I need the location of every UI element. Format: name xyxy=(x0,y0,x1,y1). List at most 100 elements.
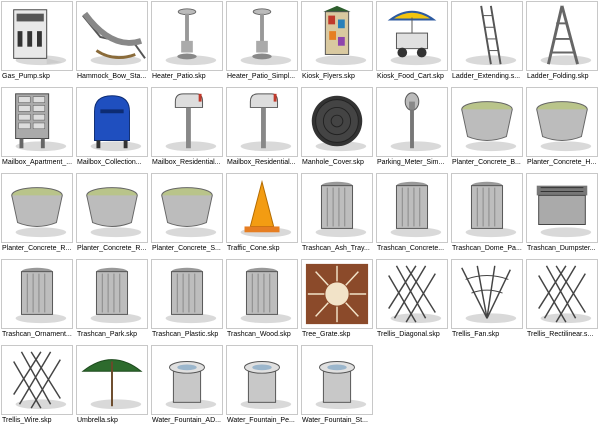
thumbnail-image[interactable] xyxy=(301,259,373,329)
thumbnail-item[interactable]: Trellis_Fan.skp xyxy=(450,258,524,343)
thumbnail-item[interactable]: Traffic_Cone.skp xyxy=(225,172,299,257)
thumbnail-item[interactable]: Trashcan_Dome_Pa... xyxy=(450,172,524,257)
thumbnail-item[interactable]: Kiosk_Food_Cart.skp xyxy=(375,0,449,85)
thumbnail-item[interactable]: Trellis_Diagonal.skp xyxy=(375,258,449,343)
thumbnail-item[interactable]: Hammock_Bow_Sta... xyxy=(75,0,149,85)
thumbnail-label: Heater_Patio_Simpl... xyxy=(227,73,296,80)
thumbnail-item[interactable]: Mailbox_Residential... xyxy=(150,86,224,171)
thumbnail-image[interactable] xyxy=(226,259,298,329)
thumbnail-item[interactable]: Umbrella.skp xyxy=(75,344,149,429)
thumbnail-image[interactable] xyxy=(526,259,598,329)
thumbnail-image[interactable] xyxy=(1,87,73,157)
thumbnail-image[interactable] xyxy=(451,1,523,71)
thumbnail-item[interactable]: Planter_Concrete_R... xyxy=(0,172,74,257)
thumbnail-item[interactable]: Heater_Patio.skp xyxy=(150,0,224,85)
thumbnail-image[interactable] xyxy=(451,173,523,243)
thumbnail-label: Mailbox_Residential... xyxy=(227,159,296,166)
thumbnail-label: Heater_Patio.skp xyxy=(152,73,206,80)
thumbnail-item[interactable]: Water_Fountain_St... xyxy=(300,344,374,429)
thumbnail-item[interactable]: Ladder_Folding.skp xyxy=(525,0,599,85)
thumbnail-item[interactable]: Trashcan_Park.skp xyxy=(75,258,149,343)
thumbnail-item[interactable]: Kiosk_Flyers.skp xyxy=(300,0,374,85)
thumbnail-item[interactable]: Trashcan_Ash_Tray... xyxy=(300,172,374,257)
thumbnail-label: Trellis_Fan.skp xyxy=(452,331,500,338)
trashcan-icon xyxy=(465,181,517,238)
thumbnail-item[interactable]: Mailbox_Apartment_... xyxy=(0,86,74,171)
thumbnail-label: Trashcan_Ornament... xyxy=(2,331,72,338)
thumbnail-item[interactable]: Mailbox_Collection... xyxy=(75,86,149,171)
thumbnail-image[interactable] xyxy=(526,87,598,157)
thumbnail-label: Mailbox_Apartment_... xyxy=(2,159,73,166)
thumbnail-item[interactable]: Trashcan_Concrete... xyxy=(375,172,449,257)
thumbnail-item[interactable]: Planter_Concrete_R... xyxy=(75,172,149,257)
thumbnail-image[interactable] xyxy=(376,87,448,157)
planter-icon xyxy=(11,187,67,238)
thumbnail-image[interactable] xyxy=(226,173,298,243)
trellis-fan-icon xyxy=(461,265,517,324)
thumbnail-item[interactable]: Trashcan_Wood.skp xyxy=(225,258,299,343)
thumbnail-item[interactable]: Trashcan_Dumpster... xyxy=(525,172,599,257)
thumbnail-item[interactable]: Water_Fountain_AD... xyxy=(150,344,224,429)
thumbnail-item[interactable]: Heater_Patio_Simpl... xyxy=(225,0,299,85)
thumbnail-item[interactable]: Water_Fountain_Pe... xyxy=(225,344,299,429)
thumbnail-image[interactable] xyxy=(301,1,373,71)
thumbnail-image[interactable] xyxy=(226,1,298,71)
thumbnail-label: Ladder_Folding.skp xyxy=(527,73,589,80)
planter-icon xyxy=(161,187,217,238)
thumbnail-item[interactable]: Trellis_Wire.skp xyxy=(0,344,74,429)
thumbnail-item[interactable]: Tree_Grate.skp xyxy=(300,258,374,343)
thumbnail-image[interactable] xyxy=(151,259,223,329)
thumbnail-image[interactable] xyxy=(1,173,73,243)
thumbnail-image[interactable] xyxy=(151,173,223,243)
trashcan-icon xyxy=(15,267,67,324)
planter-icon xyxy=(461,101,517,152)
thumbnail-image[interactable] xyxy=(301,173,373,243)
thumbnail-image[interactable] xyxy=(76,87,148,157)
thumbnail-image[interactable] xyxy=(376,259,448,329)
thumbnail-label: Planter_Concrete_H... xyxy=(527,159,597,166)
patio-heater-icon xyxy=(240,8,292,66)
thumbnail-image[interactable] xyxy=(376,173,448,243)
thumbnail-item[interactable]: Planter_Concrete_H... xyxy=(525,86,599,171)
thumbnail-item[interactable]: Planter_Concrete_B... xyxy=(450,86,524,171)
thumbnail-label: Trashcan_Dome_Pa... xyxy=(452,245,522,252)
thumbnail-image[interactable] xyxy=(1,345,73,415)
thumbnail-image[interactable] xyxy=(1,1,73,71)
thumbnail-image[interactable] xyxy=(301,345,373,415)
thumbnail-image[interactable] xyxy=(76,173,148,243)
thumbnail-item[interactable]: Ladder_Extending.s... xyxy=(450,0,524,85)
thumbnail-label: Trellis_Diagonal.skp xyxy=(377,331,440,338)
thumbnail-item[interactable]: Planter_Concrete_S... xyxy=(150,172,224,257)
trashcan-icon xyxy=(315,181,367,238)
thumbnail-image[interactable] xyxy=(76,1,148,71)
thumbnail-image[interactable] xyxy=(151,1,223,71)
thumbnail-label: Kiosk_Food_Cart.skp xyxy=(377,73,444,80)
thumbnail-image[interactable] xyxy=(76,259,148,329)
thumbnail-image[interactable] xyxy=(451,87,523,157)
thumbnail-image[interactable] xyxy=(151,345,223,415)
thumbnail-image[interactable] xyxy=(1,259,73,329)
thumbnail-image[interactable] xyxy=(226,87,298,157)
thumbnail-image[interactable] xyxy=(76,345,148,415)
thumbnail-item[interactable]: Trashcan_Plastic.skp xyxy=(150,258,224,343)
thumbnail-image[interactable] xyxy=(301,87,373,157)
thumbnail-image[interactable] xyxy=(376,1,448,71)
thumbnail-item[interactable]: Trellis_Rectilinear.s... xyxy=(525,258,599,343)
thumbnail-item[interactable]: Trashcan_Ornament... xyxy=(0,258,74,343)
thumbnail-image[interactable] xyxy=(526,173,598,243)
thumbnail-label: Umbrella.skp xyxy=(77,417,118,424)
thumbnail-item[interactable]: Parking_Meter_Sim... xyxy=(375,86,449,171)
thumbnail-image[interactable] xyxy=(451,259,523,329)
water-fountain-icon xyxy=(315,361,367,410)
trellis-icon xyxy=(13,351,67,410)
thumbnail-image[interactable] xyxy=(226,345,298,415)
thumbnail-image[interactable] xyxy=(526,1,598,71)
food-cart-icon xyxy=(387,10,442,66)
thumbnail-item[interactable]: Gas_Pump.skp xyxy=(0,0,74,85)
thumbnail-label: Ladder_Extending.s... xyxy=(452,73,521,80)
thumbnail-item[interactable]: Mailbox_Residential... xyxy=(225,86,299,171)
thumbnail-item[interactable]: Manhole_Cover.skp xyxy=(300,86,374,171)
thumbnail-image[interactable] xyxy=(151,87,223,157)
thumbnail-label: Trellis_Rectilinear.s... xyxy=(527,331,594,338)
